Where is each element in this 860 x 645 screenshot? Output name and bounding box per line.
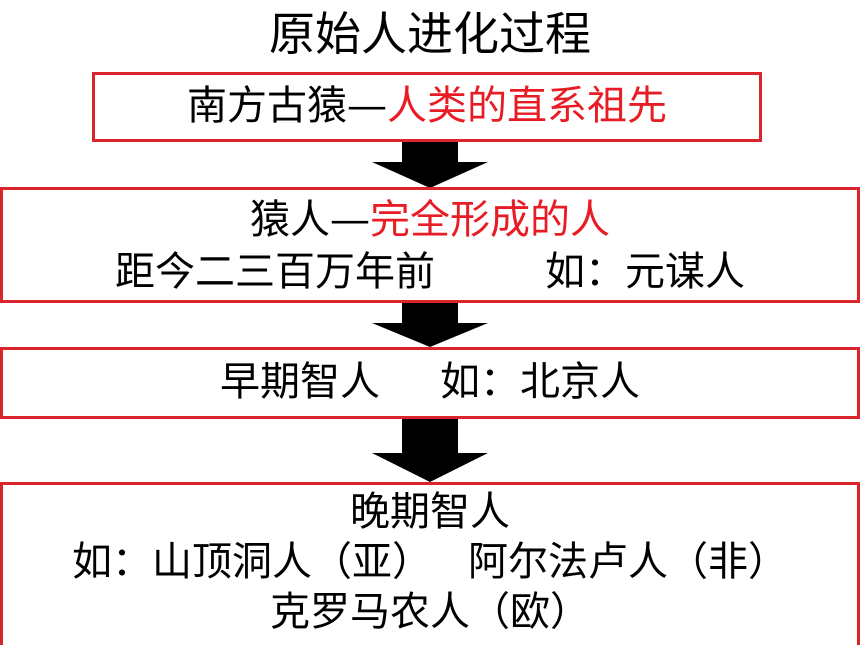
stage-dash: — xyxy=(347,83,387,129)
stage-box-early-homo-sapiens: 早期智人 如：北京人 xyxy=(0,347,860,419)
down-arrow-icon xyxy=(372,419,488,482)
stage-name: 晚期智人 xyxy=(350,489,510,535)
down-arrow-icon xyxy=(372,142,488,188)
stage-line: 南方古猿—人类的直系祖先 xyxy=(95,75,759,137)
stage-dash: — xyxy=(330,197,370,243)
diagram-title: 原始人进化过程 xyxy=(269,7,591,61)
stage-line: 猿人—完全形成的人 xyxy=(3,194,857,246)
stage-example: 如：北京人 xyxy=(440,359,640,405)
stage-line: 早期智人 如：北京人 xyxy=(3,350,857,414)
stage-line: 如：山顶洞人（亚） 阿尔法卢人（非） xyxy=(3,537,857,587)
stage-example: 克罗马农人（欧） xyxy=(270,589,590,635)
stage-example: 阿尔法卢人（非） xyxy=(468,539,788,585)
stage-example: 如：元谋人 xyxy=(545,249,745,295)
stage-line: 距今二三百万年前 如：元谋人 xyxy=(3,246,857,298)
stage-box-late-homo-sapiens: 晚期智人 如：山顶洞人（亚） 阿尔法卢人（非） 克罗马农人（欧） xyxy=(0,482,860,645)
stage-box-australopithecus: 南方古猿—人类的直系祖先 xyxy=(92,72,762,142)
down-arrow-icon xyxy=(372,303,488,347)
stage-box-homo-erectus: 猿人—完全形成的人 距今二三百万年前 如：元谋人 xyxy=(0,187,860,303)
stage-name: 南方古猿 xyxy=(187,83,347,129)
stage-time: 距今二三百万年前 xyxy=(115,249,435,295)
stage-example: 如：山顶洞人（亚） xyxy=(72,539,432,585)
stage-description: 完全形成的人 xyxy=(370,197,610,243)
stage-name: 早期智人 xyxy=(220,359,380,405)
stage-name: 猿人 xyxy=(250,197,330,243)
stage-description: 人类的直系祖先 xyxy=(387,83,667,129)
